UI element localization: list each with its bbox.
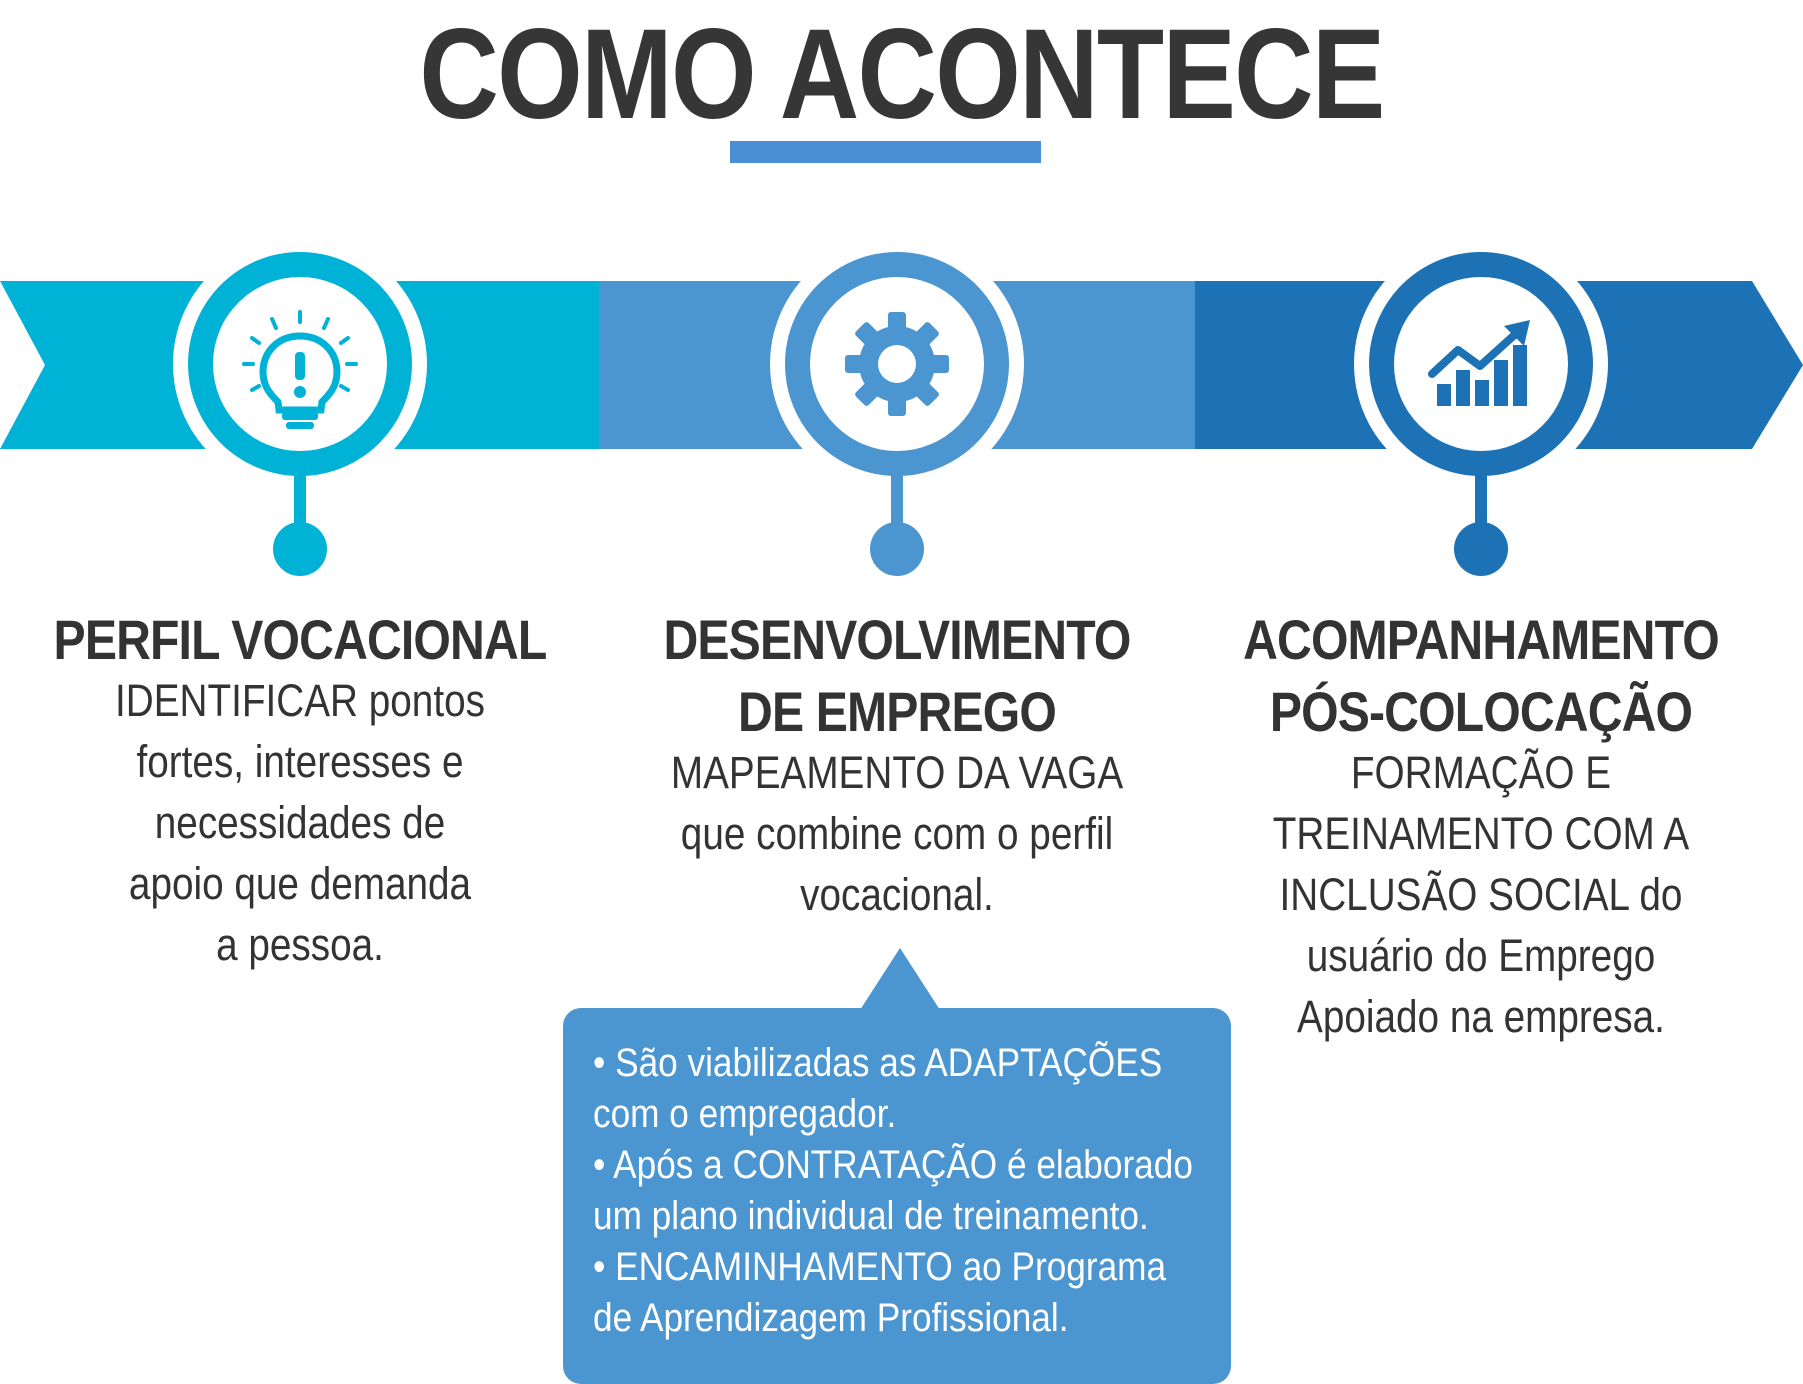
step-3-description: FORMAÇÃO E TREINAMENTO COM A INCLUSÃO SO… [1272, 747, 1690, 1042]
step-1-text: PERFIL VOCACIONAL IDENTIFICAR pontos for… [0, 604, 600, 975]
lightbulb-icon [242, 310, 358, 429]
callout-pointer [860, 948, 940, 1010]
step-1-description: IDENTIFICAR pontos fortes, interesses e … [115, 675, 485, 970]
callout-line: um plano individual de treinamento. [593, 1194, 1149, 1238]
step-3-heading: ACOMPANHAMENTO PÓS-COLOCAÇÃO [1243, 608, 1720, 743]
step-3-text: ACOMPANHAMENTO PÓS-COLOCAÇÃO FORMAÇÃO E … [1181, 604, 1781, 1047]
callout-line: de Aprendizagem Profissional. [593, 1296, 1069, 1340]
gear-icon [845, 312, 949, 416]
callout-box: • São viabilizadas as ADAPTAÇÕES com o e… [563, 1008, 1231, 1384]
step-2-description: MAPEAMENTO DA VAGA que combine com o per… [670, 747, 1124, 920]
callout-line: • São viabilizadas as ADAPTAÇÕES [593, 1041, 1163, 1085]
callout-line: com o empregador. [593, 1092, 897, 1136]
step-3-node [1354, 237, 1608, 576]
step-2-text: DESENVOLVIMENTO DE EMPREGO MAPEAMENTO DA… [597, 604, 1197, 925]
step-1-heading: PERFIL VOCACIONAL [53, 608, 548, 671]
callout-line: • ENCAMINHAMENTO ao Programa [593, 1245, 1167, 1289]
callout-line: • Após a CONTRATAÇÃO é elaborado [593, 1143, 1193, 1187]
growth-chart-icon [1428, 320, 1530, 406]
title-underline [730, 141, 1041, 163]
page-title: COMO ACONTECE [419, 3, 1385, 146]
step-2-heading: DESENVOLVIMENTO DE EMPREGO [663, 608, 1131, 743]
